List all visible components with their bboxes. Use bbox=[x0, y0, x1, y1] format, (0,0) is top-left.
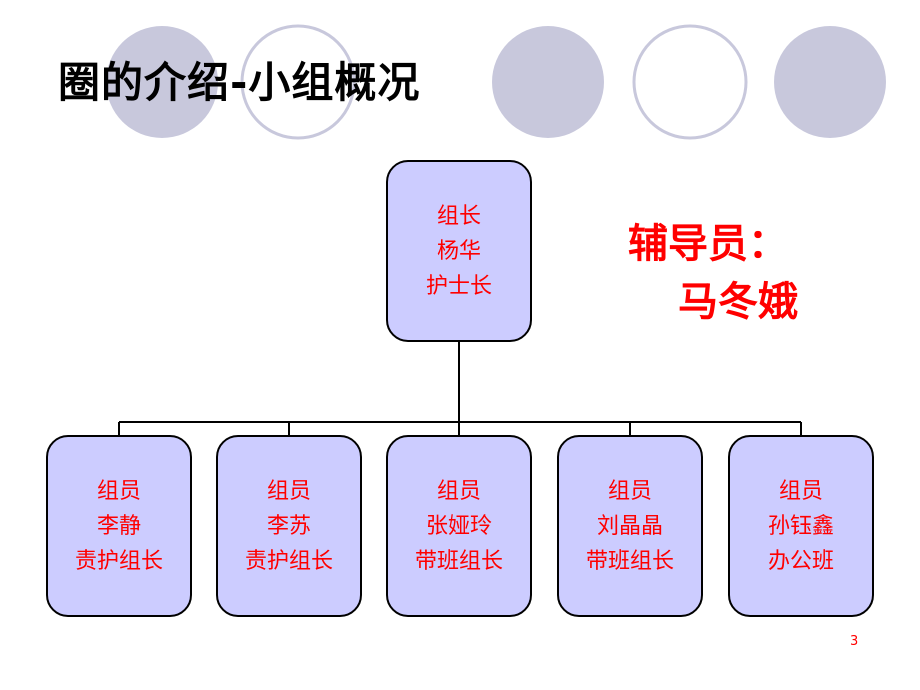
member-role: 组员 bbox=[778, 478, 823, 504]
member-node: 组员 李苏 责护组长 bbox=[216, 435, 362, 617]
slide-title: 圈的介绍-小组概况 bbox=[58, 58, 421, 107]
member-node: 组员 张娅玲 带班组长 bbox=[386, 435, 532, 617]
member-node: 组员 刘晶晶 带班组长 bbox=[557, 435, 703, 617]
member-position: 带班组长 bbox=[414, 548, 503, 574]
member-role: 组员 bbox=[96, 478, 141, 504]
member-name: 孙钰鑫 bbox=[767, 513, 834, 539]
deco-circle bbox=[492, 26, 604, 138]
member-name: 张娅玲 bbox=[425, 513, 492, 539]
member-node: 组员 李静 责护组长 bbox=[46, 435, 192, 617]
member-name: 李静 bbox=[96, 513, 141, 539]
page-number: 3 bbox=[850, 634, 859, 649]
leader-name: 杨华 bbox=[436, 238, 481, 264]
member-role: 组员 bbox=[266, 478, 311, 504]
leader-position: 护士长 bbox=[425, 273, 492, 299]
member-position: 带班组长 bbox=[585, 548, 674, 574]
member-role: 组员 bbox=[436, 478, 481, 504]
advisor: 辅导员： 马冬娥 bbox=[628, 218, 798, 328]
decorative-circles bbox=[106, 24, 886, 140]
member-role: 组员 bbox=[607, 478, 652, 504]
leader-role: 组长 bbox=[436, 203, 481, 229]
deco-circle bbox=[632, 24, 748, 140]
member-name: 刘晶晶 bbox=[596, 513, 663, 539]
deco-circle bbox=[774, 26, 886, 138]
member-position: 办公班 bbox=[767, 548, 834, 574]
member-position: 责护组长 bbox=[244, 548, 333, 574]
deco-circle bbox=[240, 24, 356, 140]
leader-node: 组长 杨华 护士长 bbox=[386, 160, 532, 342]
advisor-label: 辅导员： bbox=[628, 221, 788, 267]
deco-circle bbox=[106, 26, 218, 138]
advisor-name: 马冬娥 bbox=[678, 279, 798, 325]
member-name: 李苏 bbox=[266, 513, 311, 539]
member-position: 责护组长 bbox=[74, 548, 163, 574]
member-node: 组员 孙钰鑫 办公班 bbox=[728, 435, 874, 617]
